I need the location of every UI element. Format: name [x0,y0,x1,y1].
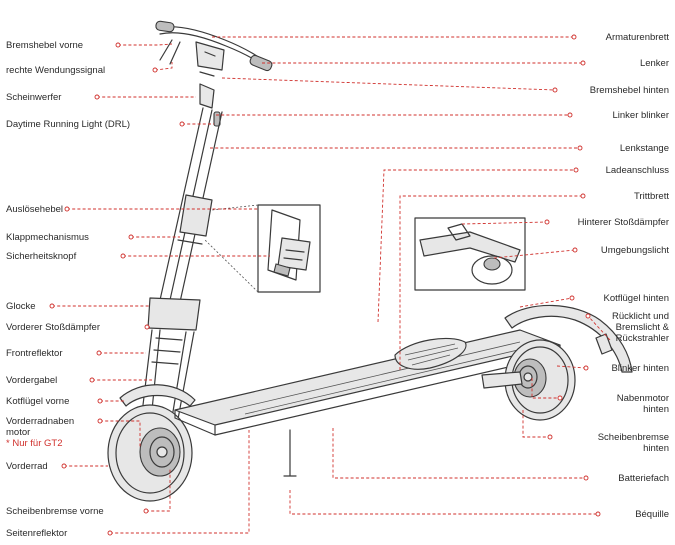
label-glocke: Glocke [6,301,36,312]
label-lenker: Lenker [639,58,669,69]
label-klappmechanismus: Klappmechanismus [6,232,89,243]
label-bequille: Béquille [635,509,669,520]
leader-dots-left [49,42,185,536]
label-kotfluegel-hinten: Kotflügel hinten [603,293,670,304]
label-vordergabel: Vordergabel [6,375,58,386]
label-armaturenbrett: Armaturenbrett [605,32,669,43]
label-vorderradnabenmotor: Vorderradnaben motor * Nur für GT2 [6,416,75,449]
label-vorderer-stossdaempfer: Vorderer Stoßdämpfer [6,322,100,333]
label-nabenmotor-hinten: Nabenmotor hinten [616,393,669,415]
leaders-right [210,36,611,515]
folding-inset [257,204,321,293]
deck-group [174,329,561,477]
scooter-illustration [107,20,633,502]
label-ladeanschluss: Ladeanschluss [605,165,669,176]
label-scheibenbremse-vorne: Scheibenbremse vorne [6,506,104,517]
label-rechte-wendungssignal: rechte Wendungssignal [6,65,106,76]
handlebar-group [155,20,273,127]
label-vorderrad: Vorderrad [6,461,48,472]
front-wheel-group [107,404,193,502]
stem-group [159,107,223,303]
rear-group [481,304,633,421]
label-lenkstange: Lenkstange [619,143,669,154]
label-bremshebel-hinten: Bremshebel hinten [589,85,669,96]
label-umgebungslicht: Umgebungslicht [600,245,669,256]
gt2-note: * Nur für GT2 [6,438,63,449]
leaders-left [52,43,270,534]
label-sicherheitsknopf: Sicherheitsknopf [6,251,77,262]
label-blinker-hinten: Blinker hinten [611,363,669,374]
label-drl: Daytime Running Light (DRL) [6,119,131,130]
label-bremshebel-vorne: Bremshebel vorne [6,40,84,51]
label-trittbrett: Trittbrett [633,191,669,202]
label-linker-blinker: Linker blinker [612,110,670,121]
label-kotfluegel-vorne: Kotflügel vorne [6,396,70,407]
leader-dots-right [544,34,601,517]
label-seitenreflektor: Seitenreflektor [6,528,68,539]
label-ruecklicht: Rücklicht und Bremslicht & Rückstrahler [611,311,669,344]
label-batteriefach: Batteriefach [618,473,669,484]
label-scheinwerfer: Scheinwerfer [6,92,62,103]
label-hinterer-stossdaempfer: Hinterer Stoßdämpfer [577,217,669,228]
label-frontreflektor: Frontreflektor [6,348,63,359]
label-ausloesehebel: Auslösehebel [6,204,64,215]
label-scheibenbremse-hinten: Scheibenbremse hinten [597,432,669,454]
rear-shock-inset [414,217,526,291]
